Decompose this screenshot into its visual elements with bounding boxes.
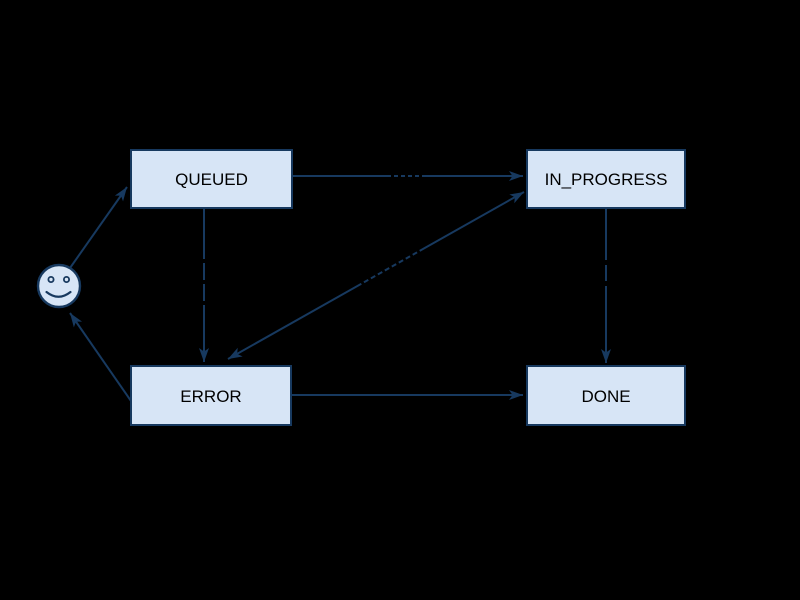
node-queued-box [130,149,293,209]
smiley-face [36,263,82,309]
node-in-progress: IN_PROGRESS [526,149,686,209]
node-done: DONE [526,365,686,426]
smiley-right-eye [63,275,71,283]
node-queued-label: QUEUED [175,170,248,189]
node-in-progress-box [526,149,686,209]
edge-error-to-start [69,312,132,402]
edge-label-artifact-in-progress-error [359,246,426,290]
node-error-label: ERROR [180,387,241,406]
smiley-mouth [45,290,72,298]
node-done-box [526,365,686,426]
node-error-box [130,365,292,426]
start-state-smiley-face-icon [36,263,82,309]
node-done-label: DONE [581,387,630,406]
node-error: ERROR [130,365,292,426]
edge-start-to-queued [69,186,128,269]
edges [69,171,611,402]
node-queued: QUEUED [130,149,293,209]
node-in-progress-label: IN_PROGRESS [545,170,668,189]
smiley-left-eye [47,275,55,283]
